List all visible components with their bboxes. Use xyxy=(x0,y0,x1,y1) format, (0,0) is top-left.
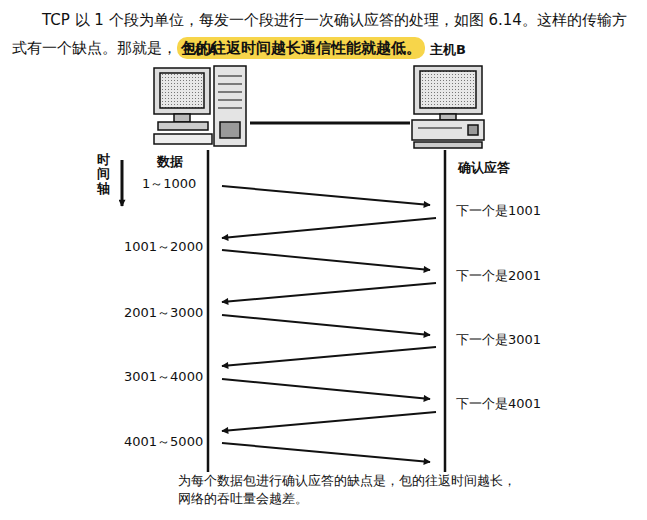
host-b-timeline xyxy=(444,150,447,472)
column-heading: 数据 xyxy=(157,154,183,170)
host-computer: 主机B xyxy=(410,42,486,150)
data-range: 1～1000 xyxy=(142,176,196,192)
host-computer: 主机A xyxy=(150,42,250,150)
data-range: 2001～3000 xyxy=(124,305,203,321)
host-name: 主机A xyxy=(150,42,250,58)
data-range: 3001～4000 xyxy=(124,369,203,385)
figure-caption: 为每个数据包进行确认应答的缺点是，包的往返时间越长，网络的吞吐量会越差。 xyxy=(178,472,518,508)
network-cable xyxy=(250,122,410,125)
ack-label: 下一个是4001 xyxy=(456,396,541,412)
computer-icon xyxy=(150,62,250,150)
host-a-timeline xyxy=(207,150,210,472)
computer-icon xyxy=(410,62,486,150)
ack-label: 下一个是3001 xyxy=(456,332,541,348)
data-range: 1001～2000 xyxy=(124,239,203,255)
column-heading: 确认应答 xyxy=(458,160,510,176)
axis-label: 时间轴 xyxy=(97,153,110,196)
ack-label: 下一个是1001 xyxy=(456,203,541,219)
data-range: 4001～5000 xyxy=(124,434,203,450)
host-name: 主机B xyxy=(410,42,486,58)
message-arrows xyxy=(222,186,436,462)
intro-paragraph: TCP 以 1 个段为单位，每发一个段进行一次确认应答的处理，如图 6.14。这… xyxy=(12,6,636,62)
ack-label: 下一个是2001 xyxy=(456,268,541,284)
time-arrow xyxy=(121,160,124,206)
